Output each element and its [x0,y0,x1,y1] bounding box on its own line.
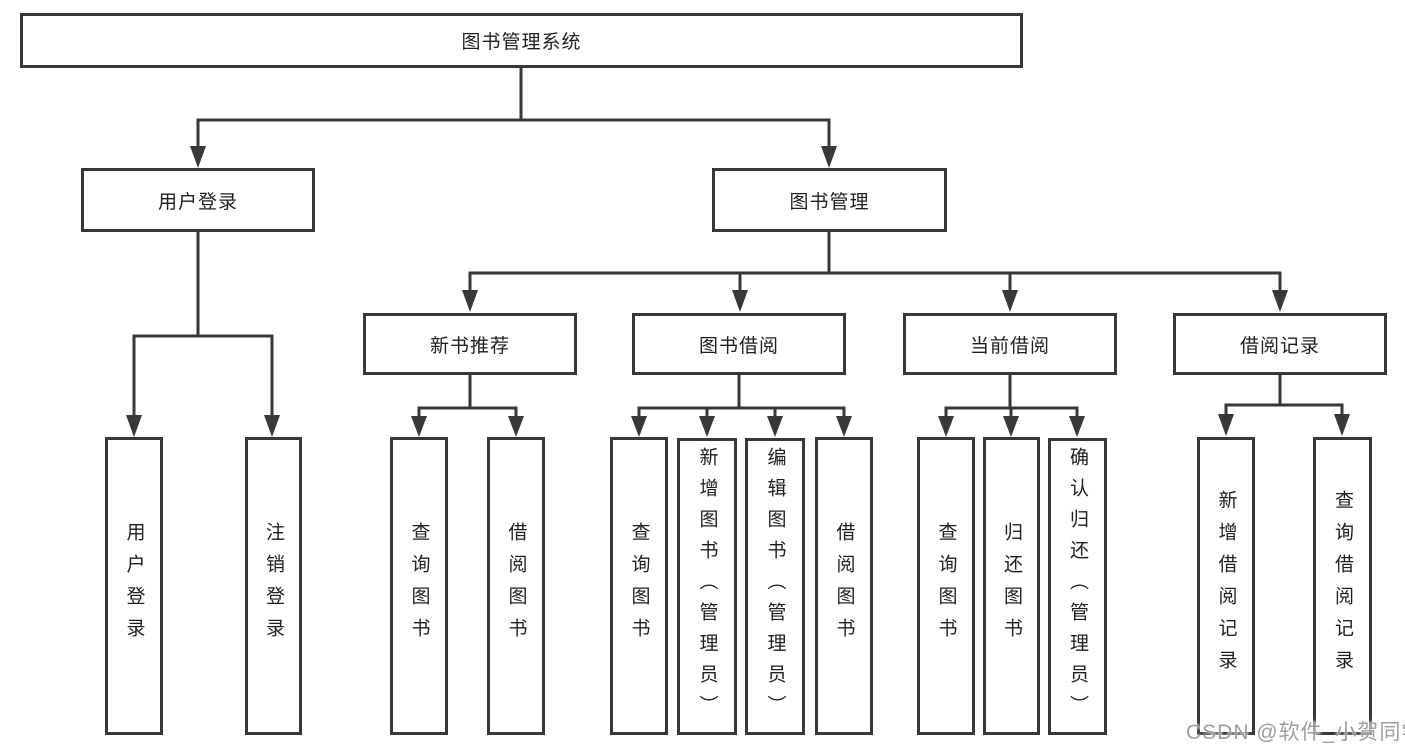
leaf-query-books-recommendation: 查询图书 [390,437,448,735]
node-book-management: 图书管理 [712,168,947,232]
node-label: 用户登录 [157,191,238,213]
node-label: 新书推荐 [429,335,510,357]
leaf-edit-books-admin: 编辑图书（管理员） [745,438,805,735]
node-label: 用户登录 [123,522,145,650]
node-borrowing-records: 借阅记录 [1173,313,1387,375]
node-user-login: 用户登录 [81,168,315,232]
node-label: 编辑图书（管理员） [764,447,786,726]
node-new-book-recommendation: 新书推荐 [363,313,577,375]
leaf-query-books-borrowing: 查询图书 [610,437,668,735]
node-label: 新增借阅记录 [1215,490,1237,682]
node-label: 查询借阅记录 [1332,490,1353,682]
node-label: 图书借阅 [698,335,779,357]
node-label: 当前借阅 [969,335,1050,357]
node-label: 查询图书 [935,522,957,650]
node-label: 借阅图书 [833,522,855,650]
node-label: 图书管理 [789,191,870,213]
node-label: 借阅图书 [505,522,527,650]
leaf-user-login: 用户登录 [105,437,163,735]
node-label: 查询图书 [628,522,650,650]
node-label: 归还图书 [1001,522,1022,650]
leaf-return-books: 归还图书 [983,437,1040,735]
node-label: 确认归还（管理员） [1067,447,1088,726]
leaf-query-books-current: 查询图书 [917,437,975,735]
node-label: 图书管理系统 [461,32,582,53]
leaf-borrow-books-recommendation: 借阅图书 [487,437,545,735]
leaf-borrow-books: 借阅图书 [815,437,873,735]
leaf-query-borrowing-record: 查询借阅记录 [1313,437,1372,735]
node-book-borrowing: 图书借阅 [632,313,846,375]
node-library-management-system: 图书管理系统 [20,13,1023,68]
node-label: 注销登录 [263,522,284,650]
node-label: 新增图书（管理员） [696,447,718,726]
leaf-add-borrowing-record: 新增借阅记录 [1197,437,1255,735]
node-current-borrowing: 当前借阅 [903,313,1117,375]
leaf-confirm-return-admin: 确认归还（管理员） [1048,438,1107,735]
leaf-add-books-admin: 新增图书（管理员） [677,438,737,735]
node-label: 借阅记录 [1239,335,1320,357]
node-label: 查询图书 [408,522,430,650]
leaf-logout: 注销登录 [245,437,302,735]
